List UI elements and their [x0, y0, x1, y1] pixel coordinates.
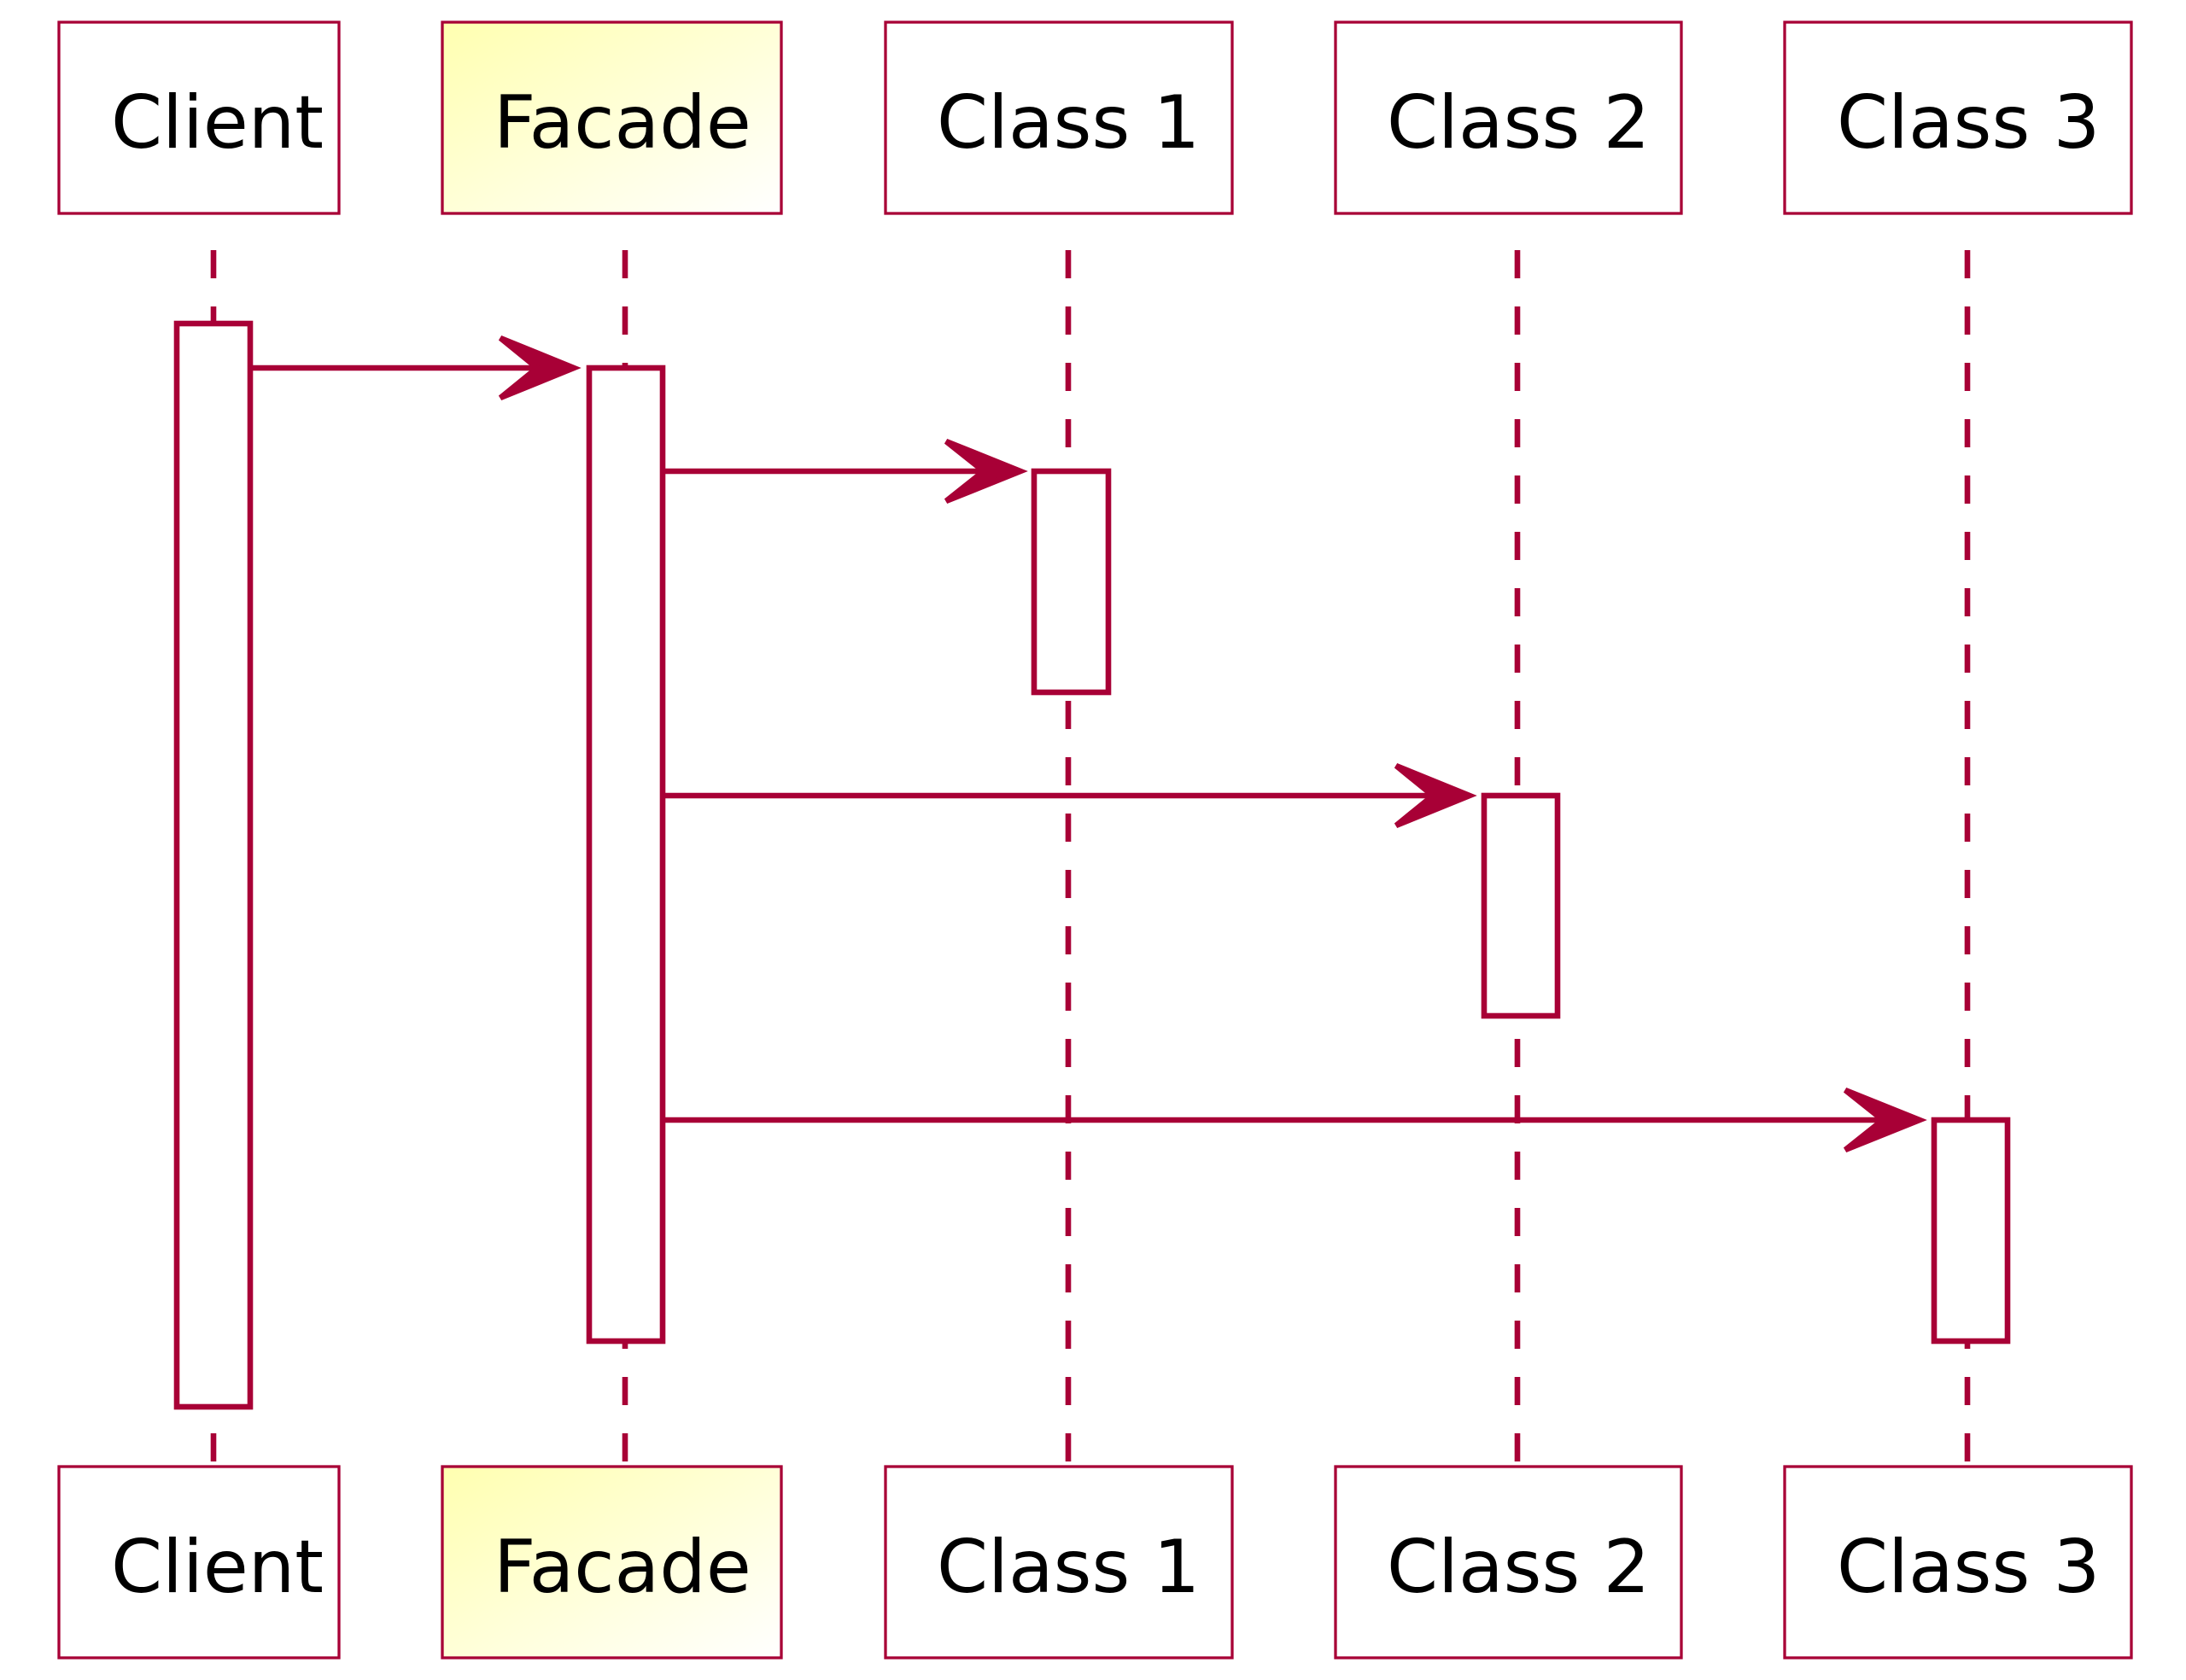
participant-box: [441, 1465, 783, 1660]
messages: [250, 335, 1927, 1153]
participant-label: Client: [111, 1525, 324, 1610]
message-facade-to-class1: [663, 438, 1028, 505]
message-client-to-facade: [250, 335, 582, 401]
participant-box: [57, 20, 341, 215]
participant-label: Class 3: [1837, 80, 2100, 166]
arrowhead-icon: [498, 335, 582, 401]
participant-box: [1783, 1465, 2133, 1660]
participants-top: Client Facade Class 1 Class 2 Class 3: [57, 20, 2133, 215]
activation-class2: [1481, 792, 1561, 1019]
participants-bottom: Client Facade Class 1 Class 2 Class 3: [57, 1465, 2133, 1660]
participant-box: [1334, 1465, 1683, 1660]
message-facade-to-class2: [663, 762, 1477, 829]
activation-client: [173, 320, 254, 1410]
participant-label: Facade: [494, 80, 751, 166]
participant-label: Class 2: [1387, 1525, 1650, 1610]
participant-class2: Class 2: [1334, 20, 1683, 215]
participant-client-bottom: Client: [57, 1465, 341, 1660]
arrowhead-icon: [944, 438, 1028, 505]
participant-class3-bottom: Class 3: [1783, 1465, 2133, 1660]
participant-client: Client: [57, 20, 341, 215]
participant-facade-bottom: Facade: [441, 1465, 783, 1660]
participant-class2-bottom: Class 2: [1334, 1465, 1683, 1660]
participant-label: Client: [111, 80, 324, 166]
activation-class1: [1031, 468, 1112, 696]
participant-label: Facade: [494, 1525, 751, 1610]
activation-facade: [586, 365, 666, 1345]
participant-label: Class 2: [1387, 80, 1650, 166]
participant-label: Class 1: [937, 1525, 1200, 1610]
message-facade-to-class3: [663, 1087, 1927, 1153]
participant-box: [1783, 20, 2133, 215]
arrowhead-icon: [1394, 762, 1477, 829]
arrowhead-icon: [1843, 1087, 1927, 1153]
participant-box: [57, 1465, 341, 1660]
lifelines: [210, 250, 1971, 1467]
participant-box: [441, 20, 783, 215]
participant-label: Class 1: [937, 80, 1200, 166]
activations: [173, 320, 2011, 1410]
participant-class1: Class 1: [884, 20, 1234, 215]
activation-class3: [1931, 1117, 2011, 1345]
participant-box: [884, 1465, 1234, 1660]
participant-class1-bottom: Class 1: [884, 1465, 1234, 1660]
participant-class3: Class 3: [1783, 20, 2133, 215]
participant-box: [1334, 20, 1683, 215]
participant-label: Class 3: [1837, 1525, 2100, 1610]
participant-facade: Facade: [441, 20, 783, 215]
participant-box: [884, 20, 1234, 215]
